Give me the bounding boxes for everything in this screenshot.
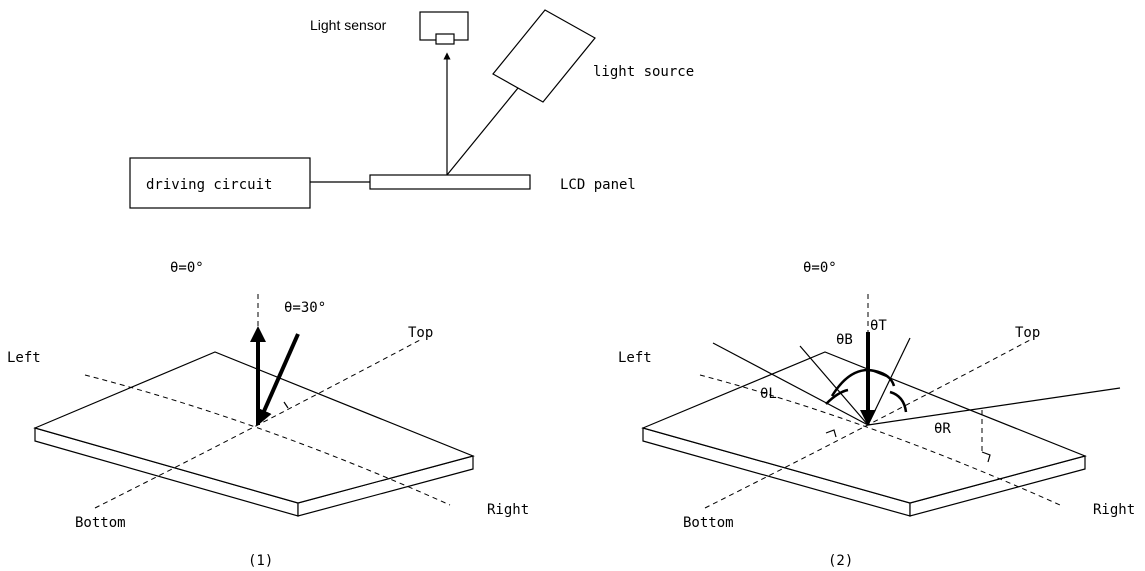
fig2-left-ray [712,342,869,426]
fig1-bottom-label: Bottom [75,515,126,531]
fig2-theta-r-arc [889,390,908,413]
lcd-panel-label: LCD panel [560,177,636,193]
fig2-theta-b-arc [830,368,869,397]
fig2-theta-t-arc [867,368,896,387]
fig1-theta-thirty-label: θ=30° [284,300,326,316]
light-sensor-label: Light sensor [310,17,387,33]
driving-circuit-box [129,157,311,209]
fig2-right-angle-mark-bottom [825,429,837,438]
fig2-bottom-label: Bottom [683,515,734,531]
fig1-slab-top [33,351,475,504]
fig2-theta-t-label: θT [870,318,887,334]
figure-2: θ=0° θB θT θL θR Left Top Bottom Right (… [618,260,1135,569]
light-sensor-lens [435,33,455,45]
fig2-theta-r-label: θR [934,421,951,437]
fig2-theta-l-arc [825,388,849,405]
fig2-caption: (2) [828,553,853,569]
light-source-box [492,9,596,103]
fig2-left-right-axis [699,374,1061,506]
fig2-theta-zero-label: θ=0° [803,260,837,276]
fig1-left-label: Left [7,350,41,366]
fig2-theta-l-label: θL [760,386,777,402]
driving-circuit-label: driving circuit [146,177,272,193]
fig2-bottom-ray [799,345,869,426]
fig1-angle-mark [283,401,289,409]
fig1-right-label: Right [487,502,529,518]
light-source-label: light source [593,64,694,80]
fig2-right-angle-mark-right [981,451,991,463]
fig1-caption: (1) [248,553,273,569]
fig1-top-label: Top [408,325,433,341]
lcd-panel-rect [369,174,531,190]
fig2-left-label: Left [618,350,652,366]
figure-1: θ=0° θ=30° Left Top Bottom Right (1) [7,260,529,569]
fig1-theta-zero-label: θ=0° [170,260,204,276]
measurement-setup: Light sensor light source LCD panel driv… [129,9,694,209]
fig2-right-ray [867,387,1121,426]
fig1-left-right-axis [84,374,451,506]
fig2-right-label: Right [1093,502,1135,518]
fig1-incident-arrow [256,333,300,426]
fig2-theta-b-label: θB [836,332,853,348]
incident-beam [446,87,519,176]
fig2-top-label: Top [1015,325,1040,341]
